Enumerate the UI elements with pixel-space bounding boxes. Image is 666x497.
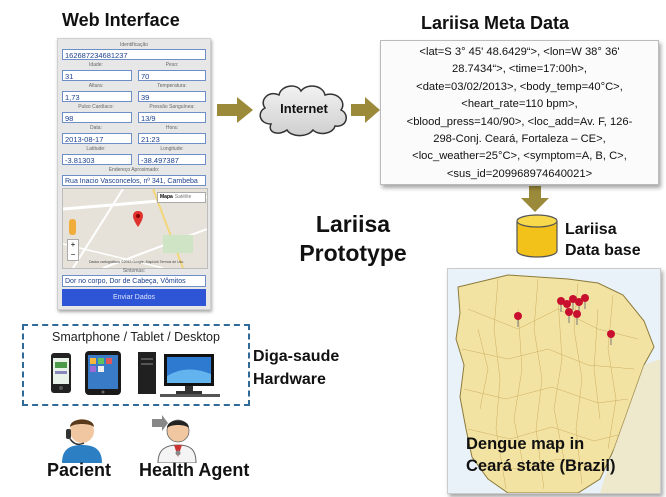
hardware-line2: Hardware (253, 371, 326, 388)
prototype-label: Lariisa Prototype (283, 210, 423, 268)
arrow-down-icon (521, 186, 549, 212)
dengue-map-label: Dengue map in Ceará state (Brazil) (466, 433, 615, 477)
web-interface-title: Web Interface (62, 10, 180, 30)
temp-field[interactable]: 39 (138, 91, 206, 102)
dengue-pin-icon[interactable] (580, 293, 590, 309)
desktop-icon (138, 352, 220, 397)
id-field[interactable]: 162687234681237 (62, 49, 206, 60)
health-agent-label: Health Agent (139, 460, 250, 480)
meta-line: <lat=S 3° 45' 48.6429“>, <lon=W 38° 36' (419, 46, 620, 58)
pressure-label: Pressão Sanguínea: (149, 104, 195, 110)
id-label: Identificação (119, 42, 149, 48)
ceara-map (448, 269, 660, 493)
meta-data-box: <lat=S 3° 45' 48.6429“>, <lon=W 38° 36' … (380, 40, 659, 185)
meta-line: 298-Conj. Ceará, Fortaleza – CE>, (433, 133, 606, 146)
dengue-pin-icon[interactable] (572, 309, 582, 325)
pressure-field[interactable]: 13/9 (138, 112, 206, 123)
map-footer: Dados cartográficos ©2013 Google, MapLin… (89, 260, 184, 264)
map-marker-icon[interactable] (133, 211, 143, 227)
hardware-devices-box: Smartphone / Tablet / Desktop (22, 324, 250, 406)
database-icon (516, 214, 558, 258)
prototype-line2: Prototype (299, 240, 407, 266)
arrow-right-icon (217, 97, 253, 123)
meta-line: <heart_rate=110 bpm>, (461, 98, 578, 111)
age-field[interactable]: 31 (62, 70, 132, 81)
cloud-icon (259, 85, 347, 137)
weight-label: Peso: (165, 62, 179, 68)
database-line1: Lariisa (565, 221, 617, 238)
date-label: Data: (90, 125, 102, 131)
hardware-line1: Diga-saude (253, 348, 340, 365)
meta-line: <loc_weather=25°C>, <symptom=A, B, C>, (412, 150, 627, 163)
dengue-pin-icon[interactable] (568, 294, 578, 310)
symptoms-label: Sintomas: (122, 268, 146, 274)
lon-label: Longitude: (160, 146, 184, 152)
lat-label: Latitude: (86, 146, 106, 152)
date-field[interactable]: 2013-08-17 (62, 133, 132, 144)
database-label: Lariisa Data base (565, 219, 641, 261)
address-label: Endereço Aproximado: (108, 167, 160, 173)
meta-line: <sus_id=209968974640021> (446, 167, 593, 180)
prototype-line1: Lariisa (315, 211, 391, 237)
time-label: Hora: (165, 125, 179, 131)
patient-label: Pacient (47, 460, 112, 480)
dengue-pin-icon[interactable] (513, 311, 523, 327)
hardware-label: Diga-saude Hardware (253, 345, 339, 391)
meta-line: 28.7434“>, <time=17:00h>, (452, 63, 587, 76)
patient-avatar-icon (62, 419, 102, 463)
pulse-field[interactable]: 98 (62, 112, 132, 123)
age-label: Idade: (89, 62, 103, 68)
devices-label: Smartphone / Tablet / Desktop (52, 330, 220, 344)
internet-label: Internet (280, 101, 328, 116)
meta-line: <blood_press=140/90>, <loc_add=Av. F, 12… (406, 115, 633, 128)
height-label: Altura: (88, 83, 104, 89)
dengue-pin-icon[interactable] (606, 329, 616, 345)
lon-field[interactable]: -38.497387 (138, 154, 206, 165)
meta-line: <date=03/02/2013>, <body_temp=40°C>, (416, 80, 623, 93)
send-data-button[interactable]: Enviar Dados (62, 289, 206, 306)
weight-field[interactable]: 70 (138, 70, 206, 81)
dengue-pin-icon[interactable] (564, 307, 574, 323)
map-tab-mapa[interactable]: Mapa (160, 194, 173, 200)
smartphone-icon (51, 353, 71, 393)
dengue-pin-icon[interactable] (556, 296, 566, 312)
map-tab-satellite[interactable]: Satélite (174, 194, 192, 200)
height-field[interactable]: 1,73 (62, 91, 132, 102)
lat-field[interactable]: -3.81303 (62, 154, 132, 165)
database-line2: Data base (565, 242, 641, 259)
temp-label: Temperatura: (157, 83, 187, 89)
arrow-right-icon (351, 97, 380, 123)
dengue-line1: Dengue map in (466, 435, 585, 453)
health-agent-avatar-icon (152, 415, 197, 463)
meta-data-title: Lariisa Meta Data (421, 13, 570, 33)
dengue-line2: Ceará state (Brazil) (466, 457, 616, 475)
time-field[interactable]: 21:23 (138, 133, 206, 144)
web-form-screenshot: Identificação 162687234681237 Idade: Pes… (57, 38, 211, 310)
zoom-control[interactable]: +− (67, 239, 79, 261)
pegman-icon[interactable] (69, 219, 76, 235)
address-field[interactable]: Rua Inacio Vasconcelos, nº 341, Cambeba (62, 175, 206, 186)
dengue-map-panel: Dengue map in Ceará state (Brazil) (447, 268, 661, 494)
pulse-label: Pulso Cardíaco: (78, 104, 114, 110)
tablet-icon (85, 351, 121, 395)
symptoms-field[interactable]: Dor no corpo, Dor de Cabeça, Vômitos (62, 275, 206, 287)
